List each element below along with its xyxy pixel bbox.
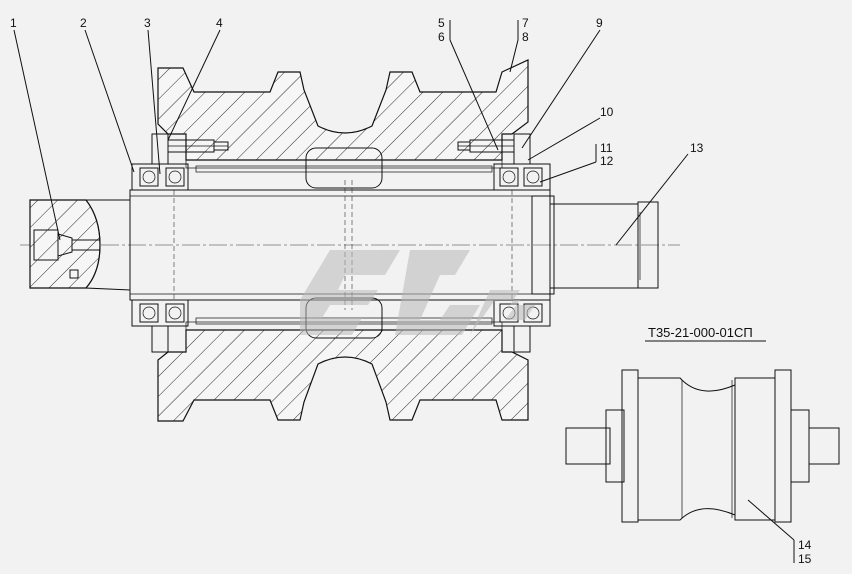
callout-5: 5 <box>438 16 445 30</box>
right-bearing-upper <box>493 133 551 191</box>
callout-10: 10 <box>600 105 614 119</box>
callout-3: 3 <box>144 16 151 30</box>
callout-6: 6 <box>438 30 445 44</box>
callout-15: 15 <box>798 552 812 566</box>
right-bolt <box>457 139 515 153</box>
right-shaft <box>531 195 659 295</box>
callout-9: 9 <box>596 16 603 30</box>
callout-7: 7 <box>522 16 529 30</box>
sleeve-upper <box>195 165 493 173</box>
exterior-view <box>565 369 840 523</box>
callout-8: 8 <box>522 30 529 44</box>
part-number: Т35-21-000-01СП <box>648 325 753 340</box>
left-bolt <box>167 139 229 153</box>
watermark-logo <box>300 250 535 335</box>
right-bearing-lower <box>493 299 551 353</box>
callout-13: 13 <box>690 141 704 155</box>
section-view <box>20 59 680 422</box>
leader-lines <box>13 20 795 563</box>
roller-body-lower <box>157 329 529 422</box>
left-shaft-end <box>29 199 101 289</box>
left-bearing-upper <box>131 133 189 191</box>
callout-2: 2 <box>80 16 87 30</box>
callout-12: 12 <box>600 154 614 168</box>
callout-14: 14 <box>798 538 812 552</box>
callout-11: 11 <box>600 141 613 155</box>
callout-4: 4 <box>216 16 223 30</box>
left-bearing-lower <box>131 299 189 353</box>
callout-1: 1 <box>10 16 17 30</box>
body-bore-upper <box>185 159 503 169</box>
roller-body-upper <box>157 59 529 161</box>
cavity-upper <box>305 147 383 189</box>
